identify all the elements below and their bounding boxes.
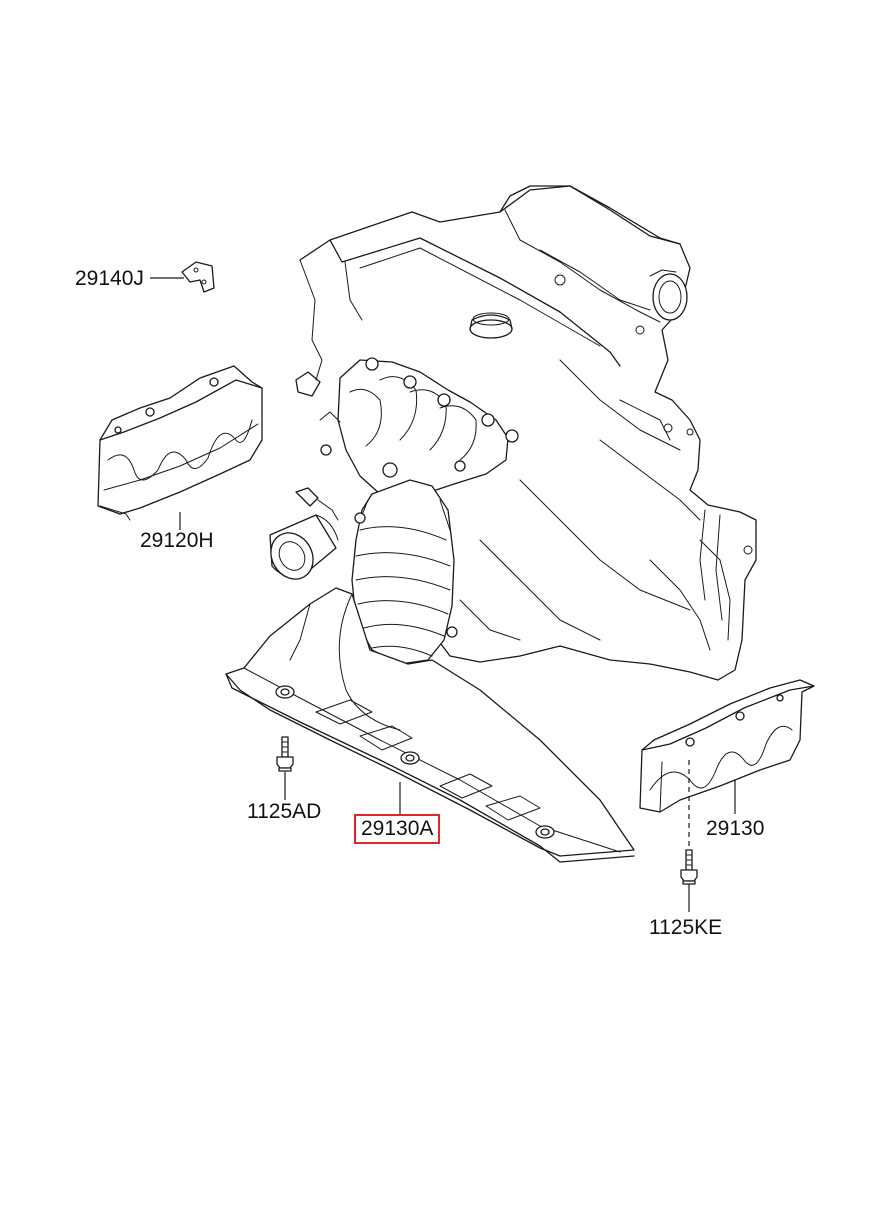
leader-lines (150, 277, 736, 912)
bolt-1125ad (276, 736, 294, 772)
part-label-1125ad[interactable]: 1125AD (247, 800, 322, 823)
bolt-1125ke (680, 849, 698, 885)
part-label-29130[interactable]: 29130 (706, 817, 765, 840)
oil-filter (269, 487, 339, 580)
under-cover-29130a (225, 587, 635, 863)
catalytic-converter (351, 479, 458, 665)
bracket-29140j (181, 261, 215, 293)
part-label-1125ke[interactable]: 1125KE (649, 916, 723, 939)
part-label-29140j[interactable]: 29140J (75, 267, 144, 290)
heat-shield-29130 (639, 679, 815, 813)
part-label-29130a-highlighted[interactable]: 29130A (354, 814, 441, 844)
heat-shield-29120h (97, 365, 263, 521)
engine-assembly (299, 185, 757, 681)
part-label-29120h[interactable]: 29120H (140, 529, 214, 552)
exhaust-manifold (295, 357, 519, 501)
